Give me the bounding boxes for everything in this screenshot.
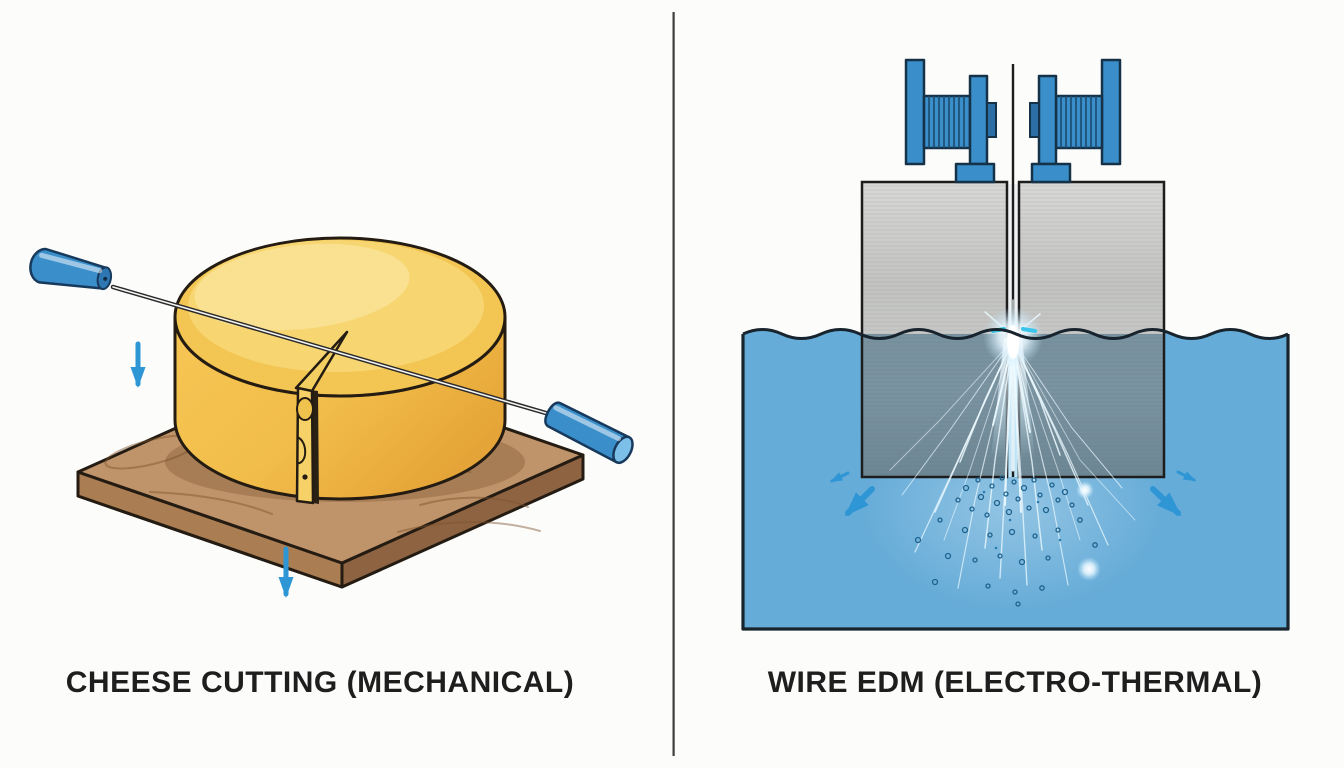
spool-pedestal	[1030, 162, 1072, 184]
spool-ribs	[928, 96, 965, 148]
left-caption: CHEESE CUTTING (MECHANICAL)	[66, 666, 575, 699]
wire-handle-upper	[29, 247, 113, 291]
cutting-wire-highlight	[112, 286, 557, 417]
water-surface	[742, 328, 1289, 340]
spool-pedestal	[954, 162, 996, 184]
cheese-hole-dot	[302, 474, 308, 480]
debris-particles	[914, 475, 1101, 607]
wire-handle-lower	[544, 401, 634, 465]
spool-inner-flange	[968, 74, 989, 166]
right-caption: WIRE EDM (ELECTRO-THERMAL)	[768, 666, 1263, 699]
wire-edm-panel: WIRE EDM (ELECTRO-THERMAL)	[741, 58, 1290, 699]
cheese-top-sheen	[194, 243, 410, 331]
tank-outline	[741, 334, 1290, 631]
flush-arrow-small-left	[829, 471, 850, 483]
flush-arrow-large-left	[844, 486, 875, 517]
spool-drum	[922, 94, 972, 150]
spool-inner-flange	[1037, 74, 1058, 166]
spool-drum	[1054, 94, 1104, 150]
flush-arrow-large-right	[1150, 486, 1182, 517]
cheese-wire-cutter	[29, 247, 634, 465]
waterline-accent-right	[1021, 327, 1037, 333]
cheese-hole	[296, 397, 314, 421]
cut-notch	[294, 330, 349, 505]
spool-ribs	[1060, 96, 1097, 148]
spool-outer-flange	[904, 58, 926, 166]
spool-boss	[1029, 102, 1040, 138]
wire-spool-right	[1029, 58, 1122, 184]
glow-particle	[1076, 481, 1094, 499]
flush-arrow-small-right	[1176, 470, 1197, 482]
cheese-wheel	[173, 236, 507, 505]
spool-boss	[986, 102, 997, 138]
wire-spool-left	[904, 58, 997, 184]
cheese-cutting-panel: CHEESE CUTTING (MECHANICAL)	[29, 236, 634, 699]
panel-divider	[672, 12, 675, 756]
glow-particle	[1077, 557, 1101, 581]
spool-outer-flange	[1100, 58, 1122, 166]
cheese-hole-half	[296, 436, 307, 465]
flush-arrows	[829, 470, 1197, 517]
